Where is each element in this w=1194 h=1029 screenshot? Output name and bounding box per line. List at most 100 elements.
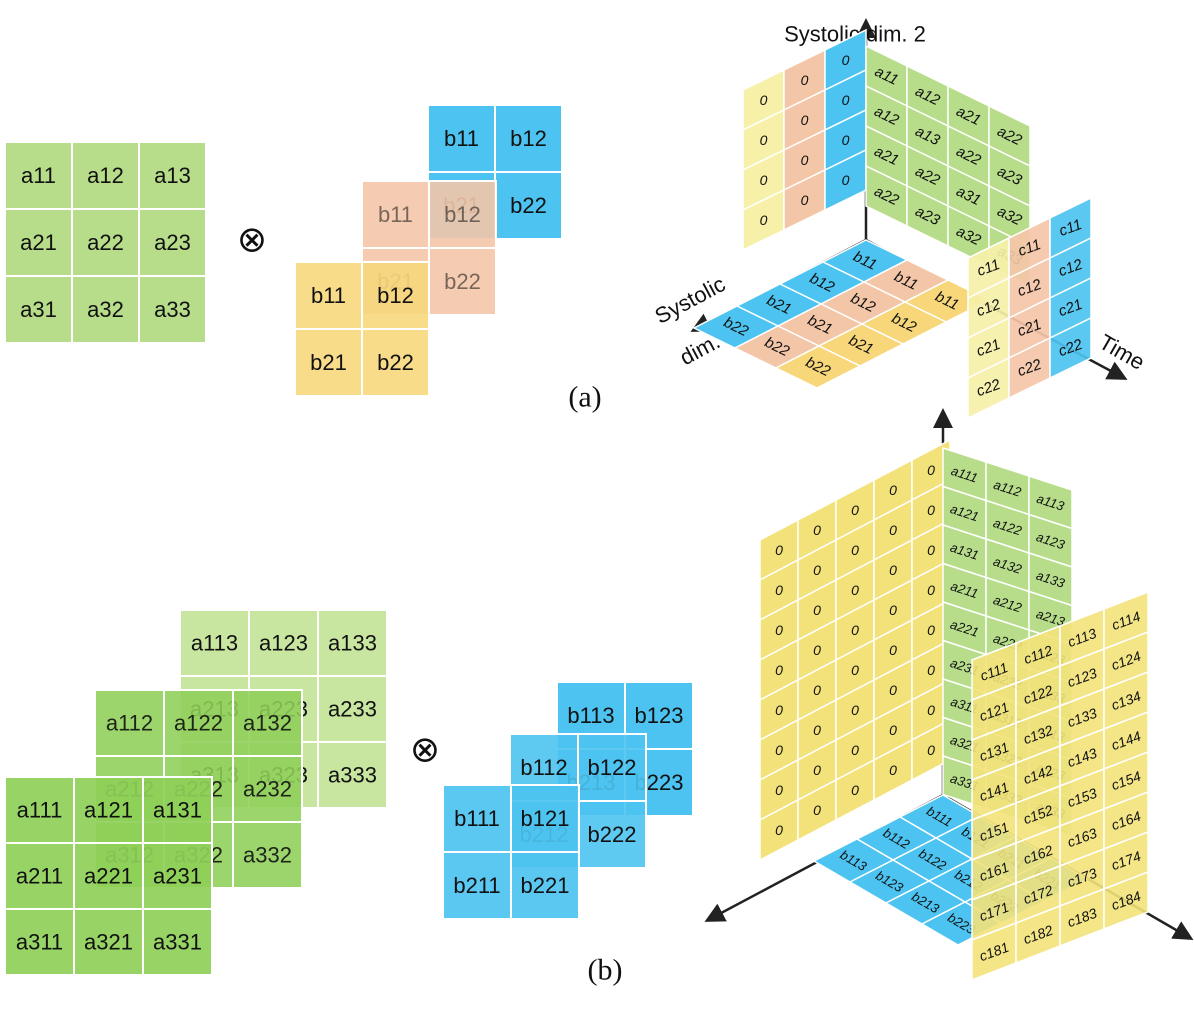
- grid-cell: [142, 908, 213, 976]
- iso-cell-label: 0: [775, 622, 783, 638]
- cell-label: a13: [154, 163, 191, 188]
- cell-label: a112: [106, 711, 153, 736]
- cell-label: a211: [16, 864, 63, 889]
- cell-label: a32: [87, 297, 124, 322]
- iso-cell-label: 0: [813, 802, 821, 818]
- iso-cell-label: 0: [927, 582, 935, 598]
- grid-cell: [317, 675, 388, 743]
- cell-label: a22: [87, 230, 124, 255]
- cell-label: b12: [444, 202, 481, 227]
- iso-cell-label: 0: [813, 682, 821, 698]
- grid-cell: [294, 261, 363, 330]
- cell-label: a21: [20, 230, 57, 255]
- cell-label: a332: [243, 843, 292, 868]
- grid-cell: [317, 741, 388, 809]
- grid-cell: [73, 776, 144, 844]
- grid-cell: [73, 842, 144, 910]
- caption-a: (a): [568, 381, 601, 414]
- iso-cell-label: 0: [927, 702, 935, 718]
- iso-cell-label: 0: [813, 522, 821, 538]
- grid-cell: [428, 180, 497, 249]
- grid-cell: [94, 689, 165, 757]
- grid-cell: [4, 275, 73, 344]
- grid-cell: [361, 328, 430, 397]
- cube-b-c-panel: c111c112c113c114c121c122c123c124c131c132…: [971, 590, 1149, 982]
- grid-cell: [248, 609, 319, 677]
- cell-label: a233: [328, 697, 377, 722]
- iso-cell-label: 0: [842, 172, 850, 188]
- cell-label: a23: [154, 230, 191, 255]
- cell-label: a231: [153, 864, 202, 889]
- iso-cell-label: 0: [927, 462, 935, 478]
- cell-label: b22: [377, 350, 414, 375]
- cell-label: a111: [17, 798, 63, 823]
- cell-label: b11: [444, 126, 479, 151]
- grid-cell: [317, 609, 388, 677]
- iso-cell-label: 0: [851, 582, 859, 598]
- iso-cell-label: 0: [927, 662, 935, 678]
- cell-label: b121: [521, 806, 570, 831]
- iso-cell-label: 0: [775, 582, 783, 598]
- grid-cell: [138, 275, 207, 344]
- iso-cell-label: 0: [889, 722, 897, 738]
- iso-cell-label: 0: [813, 722, 821, 738]
- iso-cell-label: 0: [775, 542, 783, 558]
- grid-cell: [442, 784, 512, 853]
- iso-cell-label: 0: [813, 642, 821, 658]
- iso-cell-label: 0: [813, 762, 821, 778]
- cell-label: a121: [84, 798, 133, 823]
- iso-cell-label: c11: [1057, 216, 1085, 240]
- iso-cell-label: c11: [975, 256, 1003, 280]
- grid-cell: [294, 328, 363, 397]
- grid-cell: [510, 851, 580, 920]
- grid-cell: [4, 908, 75, 976]
- cell-label: a122: [174, 711, 223, 736]
- otimes-operator-a: ⊗: [237, 220, 267, 261]
- iso-cell-label: 0: [801, 72, 809, 88]
- grid-cell: [577, 800, 647, 869]
- cell-label: a132: [243, 711, 292, 736]
- iso-cell-label: 0: [842, 132, 850, 148]
- grid-cell: [510, 784, 580, 853]
- iso-cell-label: 0: [760, 172, 768, 188]
- cell-label: b122: [588, 755, 637, 780]
- iso-cell-label: 0: [851, 662, 859, 678]
- grid-cell: [361, 261, 430, 330]
- iso-cell-label: 0: [889, 762, 897, 778]
- cell-label: b22: [510, 193, 547, 218]
- cell-label: b222: [588, 822, 637, 847]
- grid-cell: [232, 821, 303, 889]
- cell-label: b111: [454, 806, 500, 831]
- iso-cell-label: 0: [775, 742, 783, 758]
- cell-label: a221: [84, 864, 133, 889]
- iso-cell-label: 0: [889, 562, 897, 578]
- iso-cell-label: 0: [889, 642, 897, 658]
- iso-cell: [1049, 316, 1092, 380]
- iso-cell-label: 0: [927, 742, 935, 758]
- iso-cell-label: 0: [851, 542, 859, 558]
- iso-cell-label: 0: [760, 212, 768, 228]
- grid-cell: [163, 689, 234, 757]
- cell-label: b12: [510, 126, 547, 151]
- cell-label: b11: [311, 283, 346, 308]
- cell-label: a123: [259, 631, 308, 656]
- grid-cell: [142, 776, 213, 844]
- iso-cell-label: 0: [927, 542, 935, 558]
- cell-label: a11: [21, 163, 56, 188]
- iso-cell-label: c11: [1016, 236, 1044, 260]
- cell-label: b123: [635, 703, 684, 728]
- iso-cell-label: 0: [775, 662, 783, 678]
- cell-label: a31: [20, 297, 57, 322]
- grid-cell: [142, 842, 213, 910]
- iso-cell-label: 0: [813, 562, 821, 578]
- iso-cell-label: 0: [801, 112, 809, 128]
- iso-cell-label: 0: [851, 742, 859, 758]
- cell-label: a12: [87, 163, 124, 188]
- grid-cell: [4, 141, 73, 210]
